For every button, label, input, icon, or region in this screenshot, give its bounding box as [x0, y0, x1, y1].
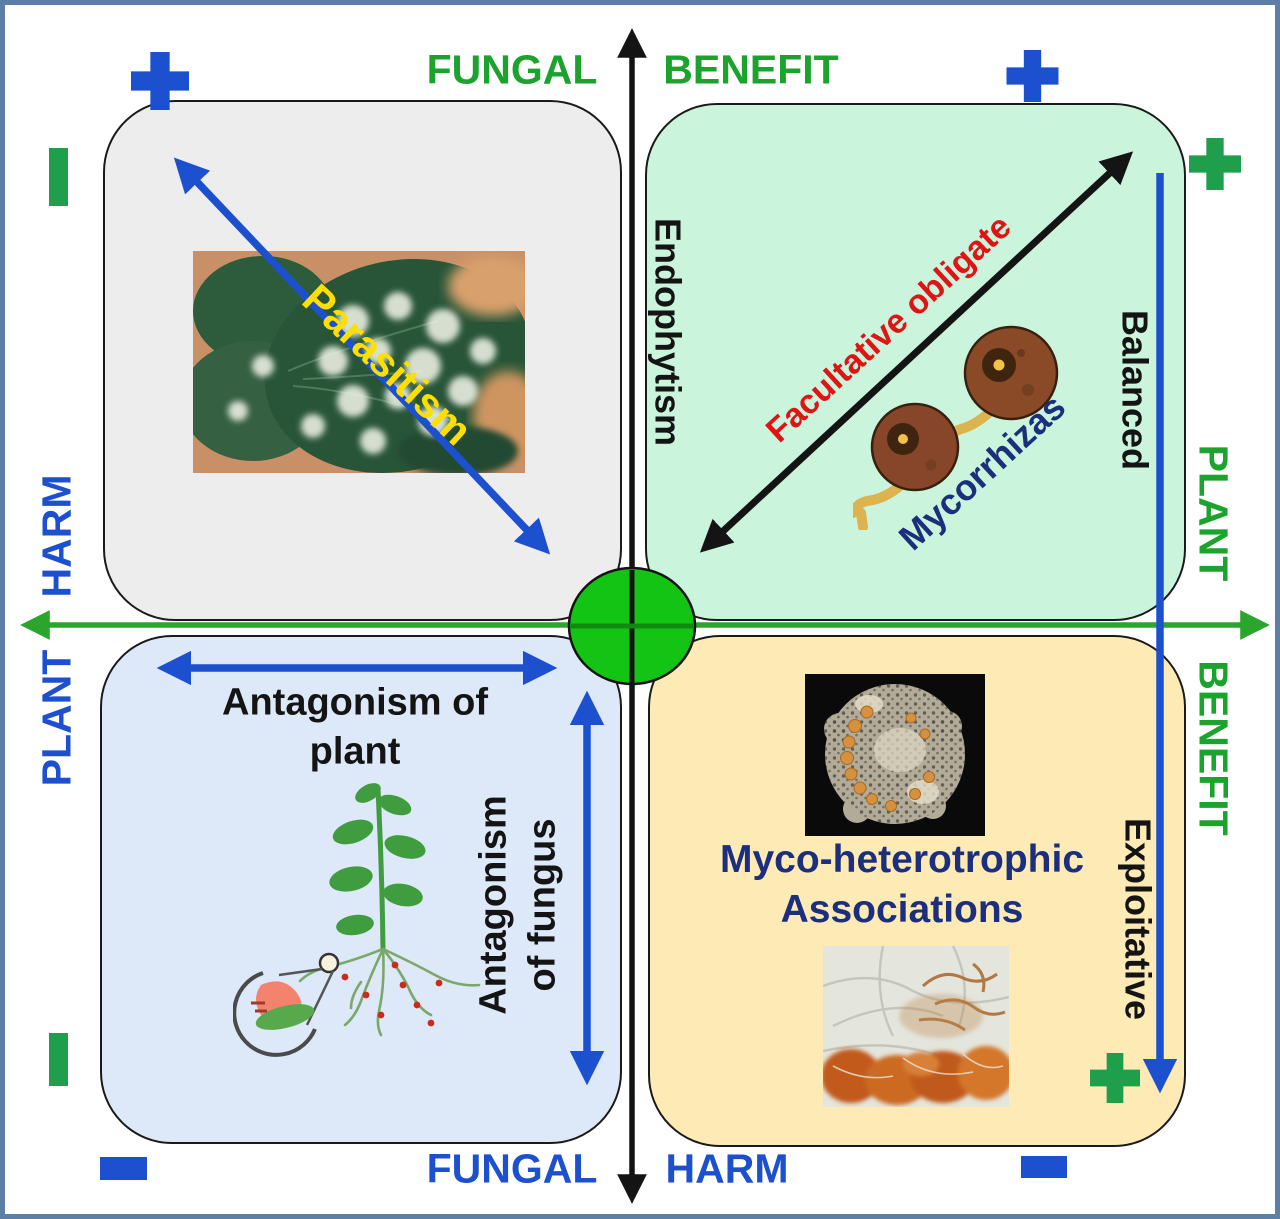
- exploitative-label: Exploitative: [1117, 817, 1159, 1021]
- antagonism-of-fungus-label: Antagonism of fungus: [472, 795, 563, 1015]
- myco-heterotrophic-label: Myco-heterotrophic Associations: [719, 838, 1085, 931]
- minus-icon: [1021, 1156, 1067, 1178]
- axis-label-harm-left: HARM: [33, 474, 80, 598]
- vertical-bar-icon: [49, 148, 68, 206]
- axis-label-harm-bottom: HARM: [665, 1145, 789, 1192]
- plus-icon: [1189, 138, 1241, 190]
- balanced-label: Balanced: [1114, 309, 1156, 471]
- axis-label-plant-left: PLANT: [33, 649, 80, 787]
- antagonism-of-plant-label: Antagonism of plant: [222, 681, 488, 772]
- axis-label-benefit-top: BENEFIT: [663, 46, 839, 93]
- minus-icon: [100, 1157, 147, 1180]
- axis-label-benefit-right: BENEFIT: [1190, 660, 1237, 836]
- plant-with-roots-illustration: [233, 783, 481, 1057]
- vertical-bar-icon: [49, 1033, 68, 1086]
- plus-icon: [1006, 50, 1059, 102]
- axis-label-fungal-bottom: FUNGAL: [426, 1145, 598, 1192]
- axis-label-plant-right: PLANT: [1190, 444, 1237, 582]
- endophytism-label: Endophytism: [647, 217, 689, 447]
- plus-icon: [1090, 1053, 1140, 1103]
- plus-icon: [131, 52, 189, 110]
- root-cross-section-photo: [805, 674, 985, 836]
- colonized-cells-photo: [823, 946, 1009, 1107]
- quadrant-antagonism-box: [100, 635, 622, 1144]
- axis-label-fungal-top: FUNGAL: [426, 46, 598, 93]
